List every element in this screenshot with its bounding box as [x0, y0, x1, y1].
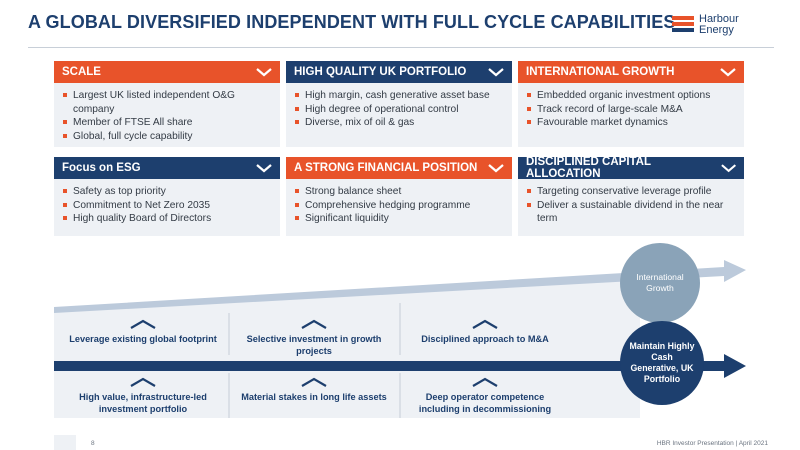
list-item: Diverse, mix of oil & gas [295, 116, 506, 130]
chevron-up-icon [130, 319, 156, 329]
title-divider [28, 47, 774, 48]
chevron-up-icon [472, 319, 498, 329]
card-title: Focus on ESG [62, 162, 141, 174]
circle-uk-portfolio: Maintain Highly Cash Generative, UK Port… [620, 321, 704, 405]
chevron-down-icon[interactable] [719, 66, 737, 78]
chevron-down-icon[interactable] [487, 162, 505, 174]
chevron-up-icon [130, 377, 156, 387]
list-item: Global, full cycle capability [63, 130, 274, 144]
list-item: Comprehensive hedging programme [295, 199, 506, 213]
card-scale: SCALE Largest UK listed independent O&G … [54, 61, 280, 147]
page-number: 8 [91, 440, 95, 447]
list-item: Deliver a sustainable dividend in the ne… [527, 199, 738, 226]
card-header[interactable]: INTERNATIONAL GROWTH [518, 61, 744, 83]
card-financial-position: A STRONG FINANCIAL POSITION Strong balan… [286, 157, 512, 236]
card-capital-allocation: DISCIPLINED CAPITAL ALLOCATION Targeting… [518, 156, 744, 236]
chevron-up-icon [301, 377, 327, 387]
rising-arrow [54, 260, 746, 313]
upper-label: Disciplined approach to M&A [421, 334, 549, 344]
list-item: Track record of large-scale M&A [527, 103, 738, 117]
card-title: A STRONG FINANCIAL POSITION [294, 162, 478, 174]
chevron-down-icon[interactable] [255, 162, 273, 174]
chevron-down-icon[interactable] [487, 66, 505, 78]
chevron-down-icon[interactable] [720, 162, 737, 174]
harbour-energy-logo: Harbour Energy [672, 14, 782, 40]
circle-international-growth: International Growth [620, 243, 700, 323]
card-header[interactable]: SCALE [54, 61, 280, 83]
card-header[interactable]: Focus on ESG [54, 157, 280, 179]
card-title: HIGH QUALITY UK PORTFOLIO [294, 66, 467, 78]
page-title: A GLOBAL DIVERSIFIED INDEPENDENT WITH FU… [28, 12, 676, 32]
list-item: High quality Board of Directors [63, 212, 274, 226]
card-uk-portfolio: HIGH QUALITY UK PORTFOLIO High margin, c… [286, 61, 512, 147]
list-item: Largest UK listed independent O&G compan… [63, 89, 274, 116]
lower-label: Material stakes in long life assets [241, 392, 387, 402]
chevron-up-icon [472, 377, 498, 387]
card-header[interactable]: HIGH QUALITY UK PORTFOLIO [286, 61, 512, 83]
list-item: Commitment to Net Zero 2035 [63, 199, 274, 213]
logo-icon [672, 16, 694, 34]
list-item: High margin, cash generative asset base [295, 89, 506, 103]
list-item: Embedded organic investment options [527, 89, 738, 103]
card-title: SCALE [62, 66, 101, 78]
card-focus-on-esg: Focus on ESG Safety as top priority Comm… [54, 157, 280, 236]
footer-marker [54, 435, 76, 450]
logo-line2: Energy [699, 24, 734, 36]
lower-label: Deep operator competence including in de… [418, 392, 552, 414]
card-title: DISCIPLINED CAPITAL ALLOCATION [526, 156, 651, 180]
card-header[interactable]: A STRONG FINANCIAL POSITION [286, 157, 512, 179]
list-item: Safety as top priority [63, 185, 274, 199]
list-item: Significant liquidity [295, 212, 506, 226]
chevron-up-icon [301, 319, 327, 329]
list-item: Strong balance sheet [295, 185, 506, 199]
list-item: Favourable market dynamics [527, 116, 738, 130]
horizontal-arrow [54, 354, 746, 378]
card-international-growth: INTERNATIONAL GROWTH Embedded organic in… [518, 61, 744, 147]
upper-label: Selective investment in growth projects [246, 334, 382, 356]
upper-label: Leverage existing global footprint [69, 334, 217, 344]
chevron-down-icon[interactable] [255, 66, 273, 78]
card-title: INTERNATIONAL GROWTH [526, 66, 675, 78]
lower-label: High value, infrastructure-led investmen… [79, 392, 207, 414]
list-item: High degree of operational control [295, 103, 506, 117]
card-header[interactable]: DISCIPLINED CAPITAL ALLOCATION [518, 156, 744, 180]
list-item: Targeting conservative leverage profile [527, 185, 738, 199]
footer-caption: HBR Investor Presentation | April 2021 [656, 440, 768, 447]
logo-line1: Harbour [699, 13, 739, 25]
list-item: Member of FTSE All share [63, 116, 274, 130]
